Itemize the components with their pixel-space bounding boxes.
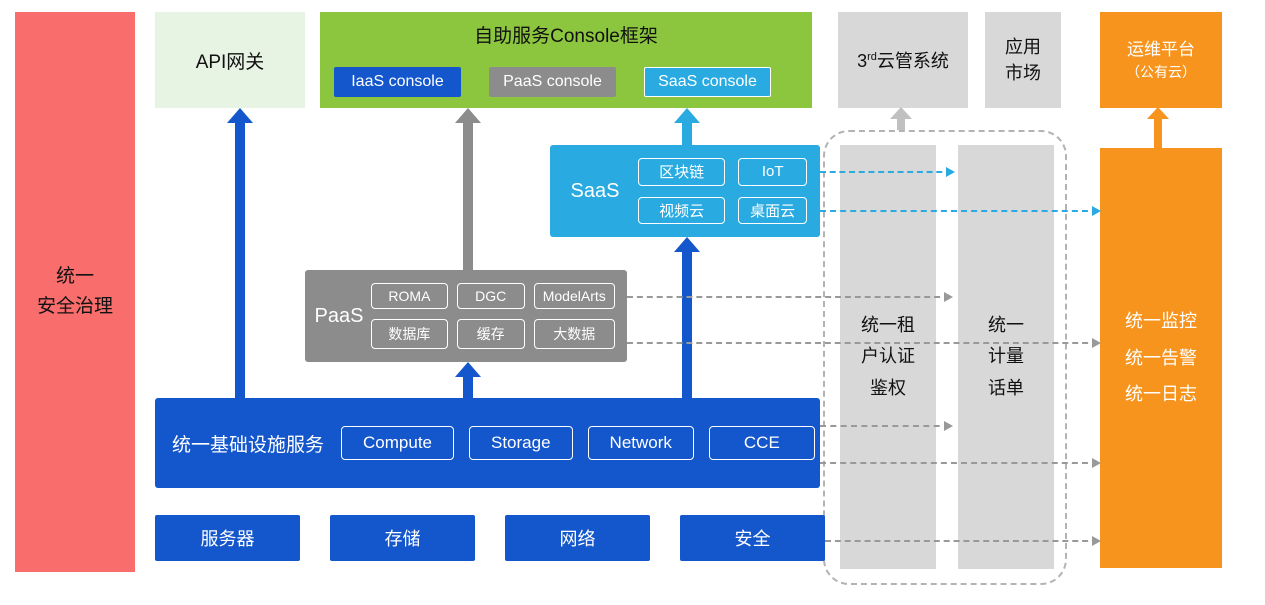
infra-item: Compute	[341, 426, 454, 460]
infra-label: 统一基础设施服务	[172, 434, 325, 456]
arrowhead-up-icon	[674, 108, 700, 123]
console-row: IaaS console PaaS console SaaS console	[334, 67, 771, 97]
iaas-console-box: IaaS console	[334, 67, 461, 97]
hardware-item: 服务器	[155, 515, 300, 561]
paas-item: 数据库	[371, 319, 448, 349]
paas-items: ROMA DGC ModelArts 数据库 缓存 大数据	[371, 283, 615, 349]
arrowhead-right-icon	[944, 421, 953, 431]
arrow-infra-to-paas	[455, 362, 481, 398]
saas-item: 视频云	[638, 196, 726, 224]
paas-item: ModelArts	[533, 283, 615, 309]
paas-box: PaaS ROMA DGC ModelArts 数据库 缓存 大数据	[305, 270, 627, 362]
dashed-link-saas-to-auth	[820, 167, 955, 177]
arrow-saas-to-console	[674, 108, 700, 145]
tenant-auth-bar: 统一租 户认证 鉴权	[840, 145, 936, 569]
arrow-shaft	[235, 121, 245, 398]
arrowhead-right-icon	[946, 167, 955, 177]
dashed-link-paas-to-metering	[627, 292, 953, 302]
arrowhead-up-icon	[1147, 107, 1169, 119]
third-party-prefix: 3	[857, 51, 868, 71]
hardware-item: 存储	[330, 515, 475, 561]
arrow-shaft	[463, 121, 473, 270]
arrow-infra-to-saas	[674, 237, 700, 398]
infra-items: Compute Storage Network CCE	[341, 426, 815, 460]
third-party-cloud-mgmt-box: 3rd云管系统	[838, 12, 968, 108]
arrow-shaft	[682, 250, 692, 398]
third-party-label: 3rd云管系统	[857, 47, 949, 73]
console-framework-title: 自助服务Console框架	[474, 26, 658, 47]
arrowhead-right-icon	[1092, 338, 1101, 348]
saas-console-box: SaaS console	[644, 67, 771, 97]
third-party-sup: rd	[867, 51, 877, 63]
app-market-box: 应用 市场	[985, 12, 1061, 108]
arrowhead-right-icon	[1092, 536, 1101, 546]
paas-item: ROMA	[371, 283, 448, 309]
third-party-suffix: 云管系统	[876, 51, 949, 71]
infra-item: Network	[587, 426, 694, 460]
arrowhead-up-icon	[890, 107, 912, 119]
hardware-item: 网络	[505, 515, 650, 561]
metering-bar: 统一 计量 话单	[958, 145, 1054, 569]
arrowhead-right-icon	[1092, 206, 1101, 216]
arrow-shaft	[463, 375, 473, 398]
dashed-link-paas-to-monitoring	[627, 338, 1101, 348]
arrowhead-up-icon	[455, 362, 481, 377]
dashed-link-saas-to-monitoring	[820, 206, 1101, 216]
arrowhead-up-icon	[455, 108, 481, 123]
dashed-link-infra-to-metering	[820, 421, 953, 431]
om-platform-box: 运维平台 （公有云）	[1100, 12, 1222, 108]
arrow-infra-to-api	[227, 108, 253, 398]
api-gateway-box: API网关	[155, 12, 305, 108]
arrow-frame-to-thirdparty	[890, 107, 912, 130]
dashed-link-hardware-to-monitoring	[825, 536, 1101, 546]
infra-item: Storage	[469, 426, 573, 460]
infra-box: 统一基础设施服务 Compute Storage Network CCE	[155, 398, 820, 488]
saas-items: 区块链 IoT 视频云 桌面云	[638, 158, 807, 224]
paas-label: PaaS	[314, 304, 364, 327]
om-platform-title: 运维平台	[1127, 39, 1195, 59]
arrowhead-up-icon	[674, 237, 700, 252]
arrowhead-right-icon	[944, 292, 953, 302]
infra-item: CCE	[708, 426, 815, 460]
console-framework-box: 自助服务Console框架 IaaS console PaaS console …	[320, 12, 812, 108]
dashed-link-infra-to-monitoring	[820, 458, 1101, 468]
arrow-monitoring-to-om	[1147, 107, 1169, 148]
hardware-item: 安全	[680, 515, 825, 561]
saas-item: IoT	[738, 158, 807, 186]
paas-item: 缓存	[456, 319, 525, 349]
monitoring-bar: 统一监控 统一告警 统一日志	[1100, 148, 1222, 568]
om-platform-subtitle: （公有云）	[1126, 64, 1196, 81]
saas-item: 桌面云	[738, 196, 807, 224]
arrow-shaft	[1154, 117, 1162, 148]
saas-box: SaaS 区块链 IoT 视频云 桌面云	[550, 145, 820, 237]
saas-item: 区块链	[638, 158, 726, 186]
paas-item: DGC	[456, 283, 525, 309]
arrowhead-up-icon	[227, 108, 253, 123]
dashed-frame	[823, 130, 1067, 585]
arrow-shaft	[897, 117, 905, 130]
arrowhead-right-icon	[1092, 458, 1101, 468]
paas-item: 大数据	[533, 319, 615, 349]
arrow-shaft	[682, 121, 692, 145]
saas-label: SaaS	[570, 179, 620, 202]
paas-console-box: PaaS console	[489, 67, 616, 97]
security-governance-panel: 统一 安全治理	[15, 12, 135, 572]
arrow-paas-to-console	[455, 108, 481, 270]
